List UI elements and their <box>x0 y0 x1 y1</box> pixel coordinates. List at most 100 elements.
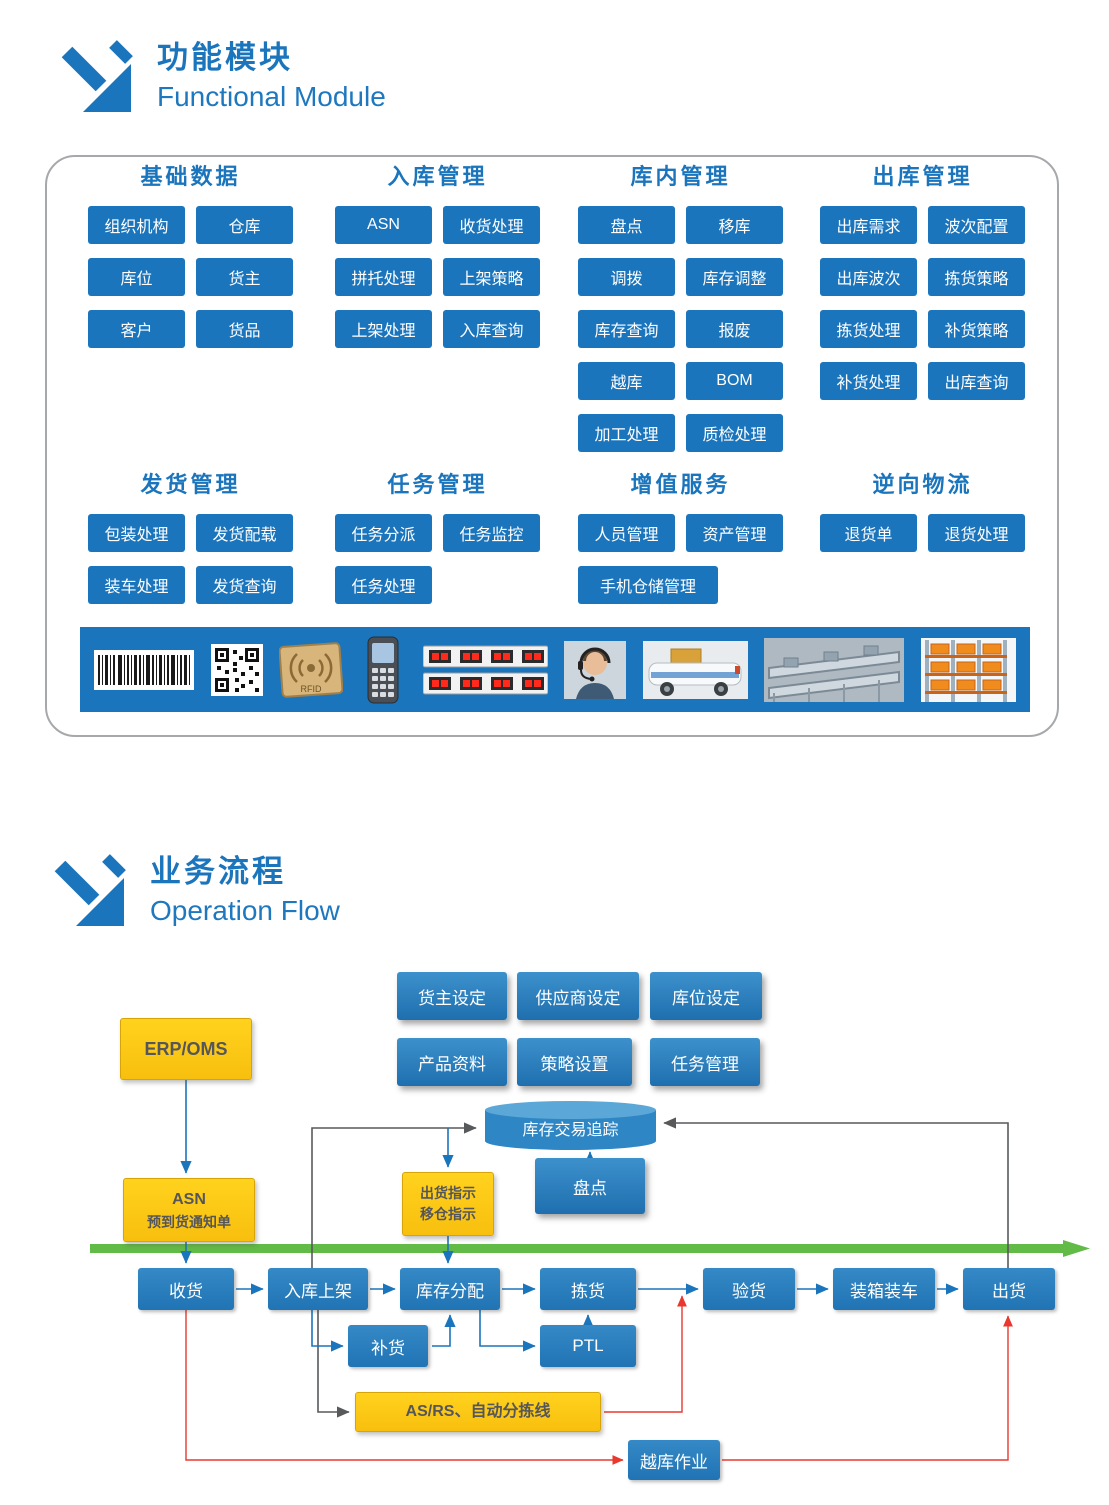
group-title: 发货管理 <box>140 472 241 497</box>
module-chip: 出库需求 <box>820 206 917 244</box>
module-chip: 补货策略 <box>928 310 1025 348</box>
module-chip: ASN <box>335 206 432 244</box>
asn-line2: 预到货通知单 <box>147 1213 231 1230</box>
module-chip: 仓库 <box>196 206 293 244</box>
setup-box-supplier: 供应商设定 <box>517 972 639 1020</box>
module-group-value-added: 增值服务 人员管理 资产管理 手机仓储管理 <box>578 471 783 604</box>
operation-flow-header: 业务流程 Operation Flow <box>50 852 340 930</box>
module-chip: 加工处理 <box>578 414 675 452</box>
module-group-inbound: 入库管理 ASN 收货处理 拼托处理 上架策略 上架处理 入库查询 <box>335 163 540 348</box>
qr-code-icon <box>210 643 263 696</box>
module-chip: 装车处理 <box>88 566 185 604</box>
module-chip: 上架处理 <box>335 310 432 348</box>
module-chip: 货品 <box>196 310 293 348</box>
barcode-icon <box>94 649 194 690</box>
flow-node-allocation: 库存分配 <box>400 1268 500 1310</box>
erp-oms-label: ERP/OMS <box>144 1038 228 1059</box>
handheld-terminal-icon <box>367 636 399 703</box>
module-chip: 任务处理 <box>335 566 432 604</box>
shipping-instruction-node: 出货指示 移仓指示 <box>402 1172 494 1236</box>
inventory-tracking-label: 库存交易追踪 <box>522 1122 619 1139</box>
call-center-operator-icon <box>564 640 627 699</box>
setup-box-owner: 货主设定 <box>397 972 507 1020</box>
group-title: 基础数据 <box>140 164 241 189</box>
pick-to-light-icon <box>422 645 548 694</box>
module-chip: 质检处理 <box>686 414 783 452</box>
module-chip: 货主 <box>196 258 293 296</box>
module-chip: 手机仓储管理 <box>578 566 718 604</box>
module-chip: 库存调整 <box>686 258 783 296</box>
module-chip: 收货处理 <box>443 206 540 244</box>
flow-connectors <box>90 1080 1090 1465</box>
setup-box-strategy: 策略设置 <box>517 1038 632 1086</box>
group-title: 库内管理 <box>630 164 731 189</box>
group-title: 增值服务 <box>630 472 731 497</box>
asrs-label: AS/RS、自动分拣线 <box>405 1403 551 1420</box>
flow-node-picking: 拣货 <box>540 1268 636 1310</box>
pallet-racking-icon <box>921 637 1016 702</box>
module-group-reverse-logistics: 逆向物流 退货单 退货处理 <box>820 471 1025 552</box>
inventory-tracking-cylinder: 库存交易追踪 <box>483 1100 658 1152</box>
module-chip: 退货处理 <box>928 514 1025 552</box>
stocktake-node: 盘点 <box>535 1158 645 1214</box>
module-group-warehouse: 库内管理 盘点 移库 调拨 库存调整 库存查询 报废 越库 BOM 加工处理 质… <box>578 163 783 452</box>
asn-line1: ASN <box>172 1190 206 1208</box>
module-chip: 入库查询 <box>443 310 540 348</box>
operation-flow-title: 业务流程 <box>150 854 286 889</box>
arrow-down-right-icon <box>54 854 126 926</box>
functional-module-subtitle: Functional Module <box>157 81 386 112</box>
module-chip: 上架策略 <box>443 258 540 296</box>
erp-oms-node: ERP/OMS <box>120 1018 252 1080</box>
functional-module-title: 功能模块 <box>157 40 293 75</box>
flow-node-shipping: 出货 <box>963 1268 1055 1310</box>
conveyor-system-icon <box>764 637 905 702</box>
group-title: 出库管理 <box>872 164 973 189</box>
setup-box-task: 任务管理 <box>650 1038 760 1086</box>
flow-node-receiving: 收货 <box>138 1268 234 1310</box>
module-chip: BOM <box>686 362 783 400</box>
module-chip: 资产管理 <box>686 514 783 552</box>
functional-module-header: 功能模块 Functional Module <box>57 38 386 116</box>
flow-timeline-bar <box>90 1240 1090 1257</box>
agv-robot-icon <box>642 640 748 699</box>
instruction-line2: 移仓指示 <box>420 1206 476 1222</box>
module-chip: 客户 <box>88 310 185 348</box>
module-chip: 组织机构 <box>88 206 185 244</box>
module-chip: 出库波次 <box>820 258 917 296</box>
module-chip: 盘点 <box>578 206 675 244</box>
setup-box-location: 库位设定 <box>650 972 762 1020</box>
module-chip: 人员管理 <box>578 514 675 552</box>
module-chip: 拼托处理 <box>335 258 432 296</box>
module-chip: 移库 <box>686 206 783 244</box>
module-chip: 库位 <box>88 258 185 296</box>
arrow-down-right-icon <box>61 40 133 112</box>
module-chip: 出库查询 <box>928 362 1025 400</box>
equipment-strip: RFID <box>80 627 1030 712</box>
asn-node: ASN 预到货通知单 <box>123 1178 255 1242</box>
asrs-node: AS/RS、自动分拣线 <box>355 1392 601 1432</box>
instruction-line1: 出货指示 <box>420 1185 476 1201</box>
group-title: 入库管理 <box>387 164 488 189</box>
group-title: 任务管理 <box>387 472 488 497</box>
module-chip: 发货查询 <box>196 566 293 604</box>
module-chip: 越库 <box>578 362 675 400</box>
module-chip: 任务分派 <box>335 514 432 552</box>
group-title: 逆向物流 <box>872 472 973 497</box>
replenish-node: 补货 <box>348 1325 428 1367</box>
module-chip: 调拨 <box>578 258 675 296</box>
flow-node-checking: 验货 <box>703 1268 795 1310</box>
module-chip: 库存查询 <box>578 310 675 348</box>
module-chip: 拣货策略 <box>928 258 1025 296</box>
rfid-tag-icon: RFID <box>279 641 344 698</box>
module-group-task: 任务管理 任务分派 任务监控 任务处理 <box>335 471 540 604</box>
module-group-shipping: 发货管理 包装处理 发货配载 装车处理 发货查询 <box>88 471 293 604</box>
module-chip: 包装处理 <box>88 514 185 552</box>
module-group-basic-data: 基础数据 组织机构 仓库 库位 货主 客户 货品 <box>88 163 293 348</box>
module-chip: 报废 <box>686 310 783 348</box>
flow-node-putaway: 入库上架 <box>268 1268 368 1310</box>
module-chip: 补货处理 <box>820 362 917 400</box>
cross-dock-node: 越库作业 <box>628 1440 720 1480</box>
setup-box-product: 产品资料 <box>397 1038 507 1086</box>
module-group-outbound: 出库管理 出库需求 波次配置 出库波次 拣货策略 拣货处理 补货策略 补货处理 … <box>820 163 1025 400</box>
